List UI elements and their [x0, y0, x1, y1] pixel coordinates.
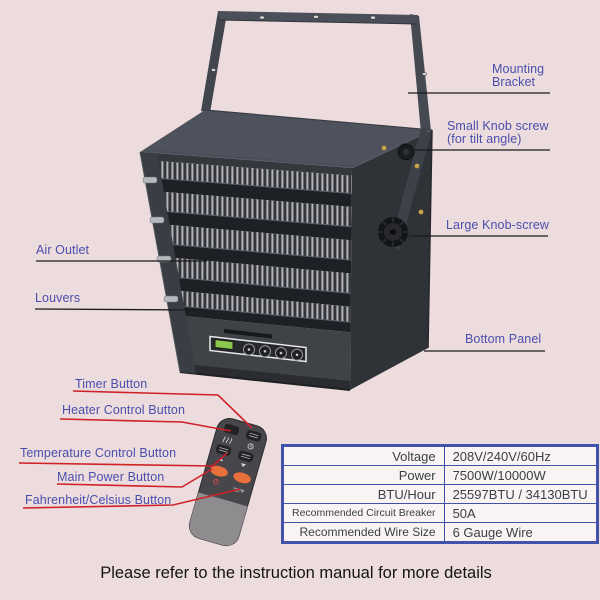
bracket-hole: [370, 15, 376, 20]
screw: [414, 163, 420, 169]
bracket-hole: [313, 14, 319, 19]
louver-pin: [142, 176, 158, 184]
power-icon: [213, 478, 219, 485]
control-panel: [209, 335, 307, 363]
large-knob-screw-shape: [378, 217, 408, 247]
celsius-fahrenheit-key: [233, 472, 251, 484]
spec-value: 25597BTU / 34130BTU: [443, 484, 598, 504]
spec-label: BTU/Hour: [282, 484, 445, 504]
vent-slot: [224, 329, 272, 339]
heater-control-button-line: [59, 418, 232, 432]
timer-button-line: [72, 390, 253, 429]
callout-bottom-panel: Bottom Panel: [465, 332, 542, 346]
leader-lines-red: [18, 390, 253, 509]
temperature-control-button-line: [18, 452, 228, 467]
remote-control: ℃/℉: [188, 418, 267, 547]
spec-row-power: Power 7500W/10000W: [282, 465, 598, 485]
led-display: [214, 338, 234, 351]
louver-bar: [167, 304, 351, 333]
heater-control-key: [222, 423, 240, 445]
spec-row-wire-size: Recommended Wire Size 6 Gauge Wire: [282, 522, 598, 543]
spec-label: Power: [282, 465, 445, 485]
timer-key: [245, 430, 262, 450]
callout-air-outlet: Air Outlet: [36, 243, 90, 257]
temp-down-key: [237, 450, 254, 468]
main-power-button-line: [56, 468, 213, 488]
callout-main-power-button: Main Power Button: [57, 470, 165, 484]
louver-pin: [163, 295, 179, 303]
heat-icon: [222, 436, 233, 445]
leader-lines-black: [34, 92, 550, 352]
callout-mounting-bracket: Mounting Bracket: [492, 62, 545, 89]
callout-timer-button: Timer Button: [75, 377, 148, 391]
heater-body: [139, 109, 433, 391]
bracket-hole: [211, 68, 217, 72]
spec-label: Voltage: [282, 445, 445, 466]
callout-louvers: Louvers: [35, 291, 81, 305]
spec-label: Recommended Wire Size: [282, 522, 445, 543]
power-key: [210, 465, 228, 477]
fahrenheit-celsius-button-line: [22, 488, 241, 509]
temp-up-key: [215, 444, 232, 462]
spec-value: 6 Gauge Wire: [443, 522, 598, 543]
mounting-bracket-shape: [201, 11, 431, 133]
callout-heater-control-button: Heater Control Button: [62, 403, 185, 417]
instruction-note: Please refer to the instruction manual f…: [100, 564, 492, 582]
spec-value: 50A: [443, 503, 598, 523]
spec-label: Recommended Circuit Breaker: [282, 503, 445, 523]
small-knob-screw-shape: [397, 143, 415, 161]
spec-row-btu: BTU/Hour 25597BTU / 34130BTU: [282, 484, 598, 504]
spec-value: 7500W/10000W: [443, 465, 598, 485]
cf-label: ℃/℉: [232, 487, 245, 496]
spec-row-circuit-breaker: Recommended Circuit Breaker 50A: [282, 503, 598, 523]
screw: [381, 145, 387, 151]
clock-icon: [247, 443, 254, 450]
callout-large-knob-screw: Large Knob-screw: [446, 218, 550, 232]
air-outlet-grille: [140, 152, 352, 333]
louvers-line: [34, 308, 203, 311]
top-panel: [140, 110, 432, 168]
bracket-hole: [421, 72, 427, 76]
callout-small-knob-screw: Small Knob screw (for tilt angle): [447, 119, 549, 146]
bracket-hole: [259, 15, 265, 20]
spec-value: 208V/240V/60Hz: [443, 445, 598, 466]
callout-fahrenheit-celsius-button: Fahrenheit/Celsius Button: [25, 493, 172, 507]
spec-row-voltage: Voltage 208V/240V/60Hz: [282, 445, 598, 466]
callout-temperature-control-button: Temperature Control Button: [20, 446, 177, 460]
screw: [418, 209, 424, 215]
louver-pin: [149, 216, 165, 224]
spec-table: Voltage 208V/240V/60Hz Power 7500W/10000…: [281, 444, 599, 544]
temp-down-icon: [241, 462, 247, 468]
